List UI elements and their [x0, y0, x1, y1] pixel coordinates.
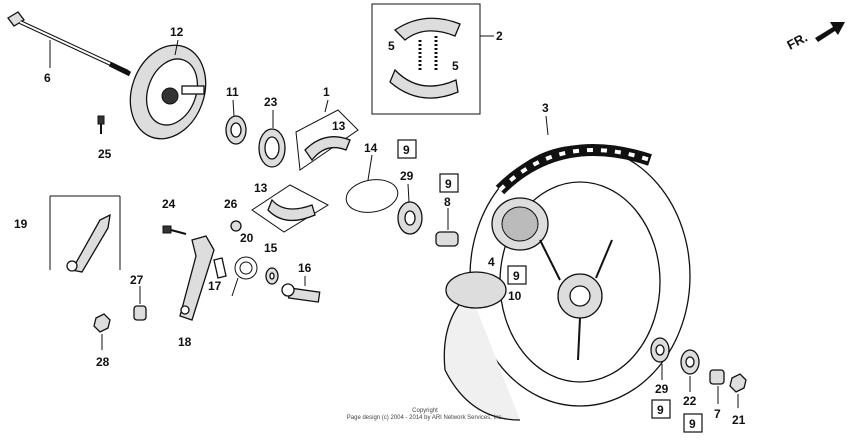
part-wheel-tire — [443, 144, 691, 421]
part-axle-nut — [93, 313, 111, 333]
part-collar — [435, 231, 459, 247]
callout-21: 21 — [732, 413, 746, 427]
callout-8: 8 — [444, 195, 451, 209]
callout-19: 19 — [14, 217, 28, 231]
part-axle-nut-right — [729, 373, 747, 393]
callout-1: 1 — [323, 85, 330, 99]
fr-label: FR. — [784, 30, 810, 53]
boxed-label-9d: 9 — [651, 399, 671, 419]
boxed-label-9c: 9 — [507, 265, 527, 285]
boxed-label-9a: 9 — [397, 139, 417, 159]
boxed-label-9e: 9 — [683, 413, 703, 433]
part-nut-small — [230, 220, 242, 232]
part-brake-lever — [179, 235, 215, 321]
svg-text:9: 9 — [445, 177, 452, 191]
part-spacer — [133, 305, 147, 321]
front-direction-indicator: FR. — [784, 22, 845, 53]
callout-20: 20 — [240, 231, 254, 245]
part-spring-ring — [345, 179, 399, 213]
callout-11: 11 — [226, 85, 239, 99]
callout-13b: 13 — [254, 181, 268, 195]
part-brake-cam — [281, 283, 321, 303]
part-bearing-right — [650, 337, 670, 363]
callout-5b: 5 — [452, 59, 459, 73]
part-indicator-plate — [213, 257, 227, 279]
callout-6: 6 — [44, 71, 51, 85]
callout-29a: 29 — [400, 169, 414, 183]
part-brake-shoe-set — [251, 109, 359, 233]
callout-27: 27 — [130, 273, 144, 287]
svg-text:9: 9 — [689, 417, 696, 431]
callout-12: 12 — [170, 25, 184, 39]
callout-2: 2 — [496, 29, 503, 43]
part-screw — [97, 115, 105, 134]
callout-26: 26 — [224, 197, 238, 211]
boxed-label-9b: 9 — [439, 173, 459, 193]
part-washer — [265, 267, 279, 285]
callout-4: 4 — [488, 255, 495, 269]
callout-24: 24 — [162, 197, 176, 211]
callout-10: 10 — [508, 289, 522, 303]
svg-text:9: 9 — [403, 143, 410, 157]
part-dust-seal-right — [680, 349, 700, 375]
callout-17: 17 — [208, 279, 222, 293]
callout-15: 15 — [264, 241, 278, 255]
part-side-collar — [709, 369, 725, 385]
callout-22: 22 — [683, 394, 697, 408]
callout-28: 28 — [96, 355, 110, 369]
callout-23: 23 — [264, 95, 278, 109]
part-brake-arm — [66, 213, 111, 273]
callout-25: 25 — [98, 147, 112, 161]
callout-16: 16 — [298, 261, 312, 275]
callout-7: 7 — [714, 407, 721, 421]
part-brake-shoe-box — [371, 3, 481, 115]
part-brake-panel — [129, 44, 207, 140]
part-dust-seal — [258, 128, 286, 168]
part-bearing-left — [397, 201, 423, 235]
svg-text:9: 9 — [513, 269, 520, 283]
svg-text:9: 9 — [657, 403, 664, 417]
callout-14: 14 — [364, 141, 378, 155]
callout-5a: 5 — [388, 39, 395, 53]
part-axle — [7, 11, 132, 77]
part-seal — [225, 115, 247, 145]
callout-18: 18 — [178, 335, 192, 349]
callout-13a: 13 — [332, 119, 346, 133]
copyright-line-2: Page design (c) 2004 - 2014 by ARI Netwo… — [347, 415, 504, 421]
copyright-line-1: Copyright — [412, 408, 438, 414]
callout-3: 3 — [542, 101, 549, 115]
part-return-spring — [231, 256, 258, 297]
fr-arrow-icon — [815, 22, 845, 42]
part-bolt — [162, 225, 187, 235]
callout-29b: 29 — [655, 382, 669, 396]
